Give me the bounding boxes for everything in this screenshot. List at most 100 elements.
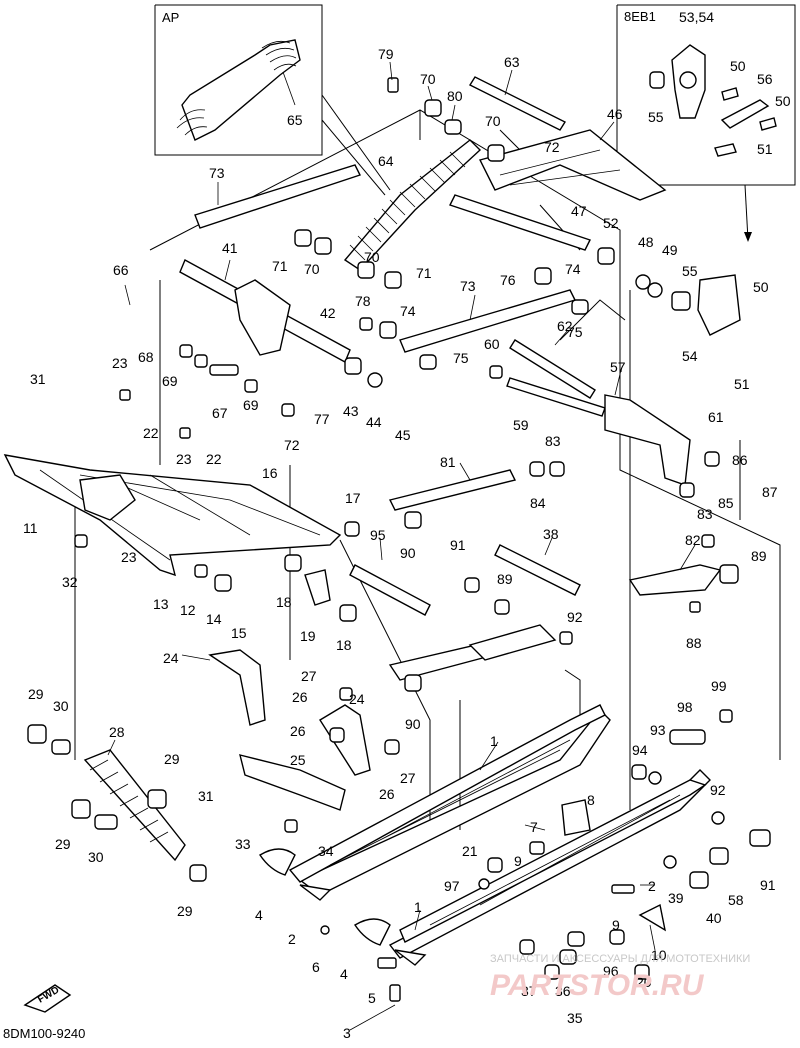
part-label: 26 — [292, 689, 308, 705]
part-label: 64 — [378, 153, 394, 169]
part-label: 24 — [163, 650, 179, 666]
part-label: 6 — [312, 959, 320, 975]
part-label: 30 — [53, 698, 69, 714]
part-label: 33 — [235, 836, 251, 852]
part-label: 20 — [636, 974, 652, 990]
part-label: 62 — [557, 318, 573, 334]
part-label: 49 — [662, 242, 678, 258]
part-label: 61 — [708, 409, 724, 425]
part-label: 21 — [462, 843, 478, 859]
part-label: 24 — [349, 691, 365, 707]
part-label: 4 — [255, 907, 263, 923]
part-label: 28 — [109, 724, 125, 740]
part-label: 71 — [416, 265, 432, 281]
part-label: 29 — [28, 686, 44, 702]
part-label: 55 — [648, 109, 664, 125]
part-label: 34 — [318, 843, 334, 859]
part-label: 97 — [444, 878, 460, 894]
part-label: 74 — [400, 303, 416, 319]
part-label: 27 — [400, 770, 416, 786]
part-label: 95 — [370, 527, 386, 543]
part-label: 25 — [290, 752, 306, 768]
part-label: 57 — [610, 359, 626, 375]
part-label: 29 — [55, 836, 71, 852]
part-label: 74 — [565, 261, 581, 277]
part-label: 4 — [340, 966, 348, 982]
part-label: 37 — [521, 983, 537, 999]
part-label: 91 — [760, 877, 776, 893]
inset-ap: AP — [154, 4, 391, 196]
part-label: 72 — [544, 139, 560, 155]
part-label: 75 — [453, 350, 469, 366]
part-label: 31 — [198, 788, 214, 804]
watermark-logo: PARTSTOR.RU — [490, 969, 705, 1002]
part-label: 87 — [762, 484, 778, 500]
part-label: 30 — [88, 849, 104, 865]
part-label: 50 — [775, 93, 791, 109]
part-label: 54 — [682, 348, 698, 364]
diagram-code: 8DM100-9240 — [3, 1026, 85, 1041]
part-label: 18 — [276, 594, 292, 610]
part-label: 67 — [212, 405, 228, 421]
part-label: 23 — [121, 549, 137, 565]
part-label: 13 — [153, 596, 169, 612]
part-label: 70 — [304, 261, 320, 277]
part-label: 94 — [632, 742, 648, 758]
part-label: 19 — [300, 628, 316, 644]
part-label: 75 — [567, 324, 583, 340]
part-label: 11 — [23, 520, 38, 536]
part-label: 26 — [290, 723, 306, 739]
part-label: 9 — [514, 853, 522, 869]
guide-lines — [74, 109, 781, 830]
inset-8eb1: 8EB1 — [616, 4, 796, 242]
inset-8eb1-title: 8EB1 — [624, 9, 656, 24]
part-label: 52 — [603, 215, 619, 231]
part-label: 22 — [143, 425, 159, 441]
part-label: 14 — [206, 611, 222, 627]
part-label: 18 — [336, 637, 352, 653]
part-label: 38 — [543, 526, 559, 542]
part-label: 8 — [587, 792, 595, 808]
part-label: 45 — [395, 427, 411, 443]
part-label: 50 — [753, 279, 769, 295]
part-label: 81 — [440, 454, 456, 470]
part-label: 91 — [450, 537, 466, 553]
part-label: 78 — [355, 293, 371, 309]
part-label: 1 — [490, 733, 498, 749]
part-label: 41 — [222, 240, 238, 256]
part-label: 69 — [243, 397, 259, 413]
part-label: 88 — [686, 635, 702, 651]
part-label: 63 — [504, 54, 520, 70]
part-label: 15 — [231, 625, 247, 641]
part-label: 32 — [62, 574, 78, 590]
part-label: 77 — [314, 411, 330, 427]
part-label: 47 — [571, 203, 587, 219]
part-label: 43 — [343, 403, 359, 419]
parts-art — [3, 76, 722, 1013]
part-label: 7 — [530, 819, 538, 835]
part-label: 53,54 — [679, 9, 714, 25]
part-label: 36 — [555, 983, 571, 999]
part-labels: 65 53,54 50 56 50 55 51 79 70 80 63 46 7… — [23, 9, 791, 1041]
part-label: 93 — [650, 722, 666, 738]
inset-ap-title: AP — [162, 10, 179, 25]
part-label: 92 — [710, 782, 726, 798]
part-label: 3 — [343, 1025, 351, 1041]
part-label: 90 — [400, 545, 416, 561]
part-label: 46 — [607, 106, 623, 122]
part-label: 69 — [162, 373, 178, 389]
part-label: 80 — [447, 88, 463, 104]
watermark-caption: ЗАПЧАСТИ И АКСЕССУАРЫ ДЛЯ МОТОТЕХНИКИ — [490, 953, 750, 965]
part-label: 44 — [366, 414, 382, 430]
part-label: 70 — [485, 113, 501, 129]
part-label: 51 — [734, 376, 750, 392]
part-label: 60 — [484, 336, 500, 352]
part-label: 23 — [176, 451, 192, 467]
part-label: 82 — [685, 532, 701, 548]
part-label: 70 — [364, 249, 380, 265]
part-label: 89 — [751, 548, 767, 564]
part-label: 72 — [284, 437, 300, 453]
part-label: 89 — [497, 571, 513, 587]
